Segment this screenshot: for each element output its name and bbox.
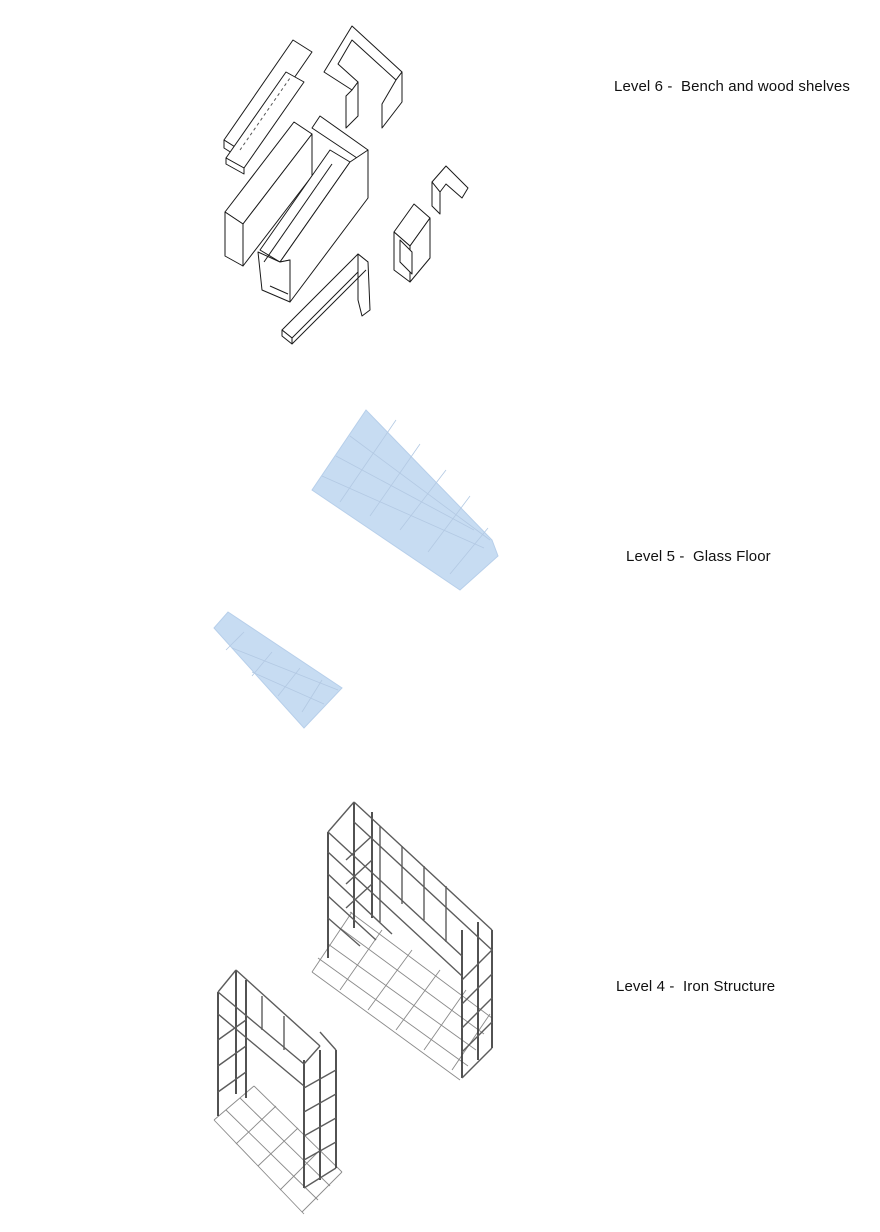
level-5-label: Level 5 - Glass Floor [626,548,771,565]
level-4-label: Level 4 - Iron Structure [616,978,776,995]
glass-panel-large [311,409,499,591]
level-6-label: Level 6 - Bench and wood shelves [614,78,850,95]
